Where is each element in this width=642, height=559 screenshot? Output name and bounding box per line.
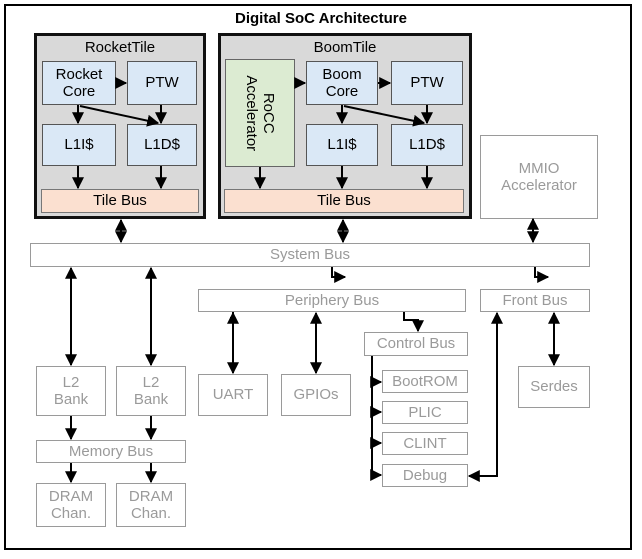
rocket-l1i-label: L1I$ <box>64 136 94 154</box>
uart-label: UART <box>212 386 254 404</box>
rocc-accelerator-label: RoCC Accelerator <box>243 75 278 151</box>
uart: UART <box>198 374 268 416</box>
debug-label: Debug <box>402 466 448 484</box>
boom-ptw-label: PTW <box>410 74 444 92</box>
system-bus-label: System Bus <box>269 246 351 264</box>
periphery-bus-label: Periphery Bus <box>284 291 380 309</box>
periphery-bus: Periphery Bus <box>198 289 466 312</box>
rocket-core: Rocket Core <box>42 61 116 105</box>
rocket-tile-bus: Tile Bus <box>41 189 199 213</box>
rocket-tile-label: RocketTile <box>84 39 156 56</box>
rocket-l1i: L1I$ <box>42 124 116 166</box>
control-bus: Control Bus <box>364 332 468 356</box>
l2-bank-b-label: L2 Bank <box>133 373 169 408</box>
control-bus-label: Control Bus <box>376 335 456 353</box>
l2-bank-a: L2 Bank <box>36 366 106 416</box>
diagram-title: Digital SoC Architecture <box>235 10 407 27</box>
rocc-accelerator: RoCC Accelerator <box>225 59 295 167</box>
boom-l1d: L1D$ <box>391 124 463 166</box>
mmio-accelerator-label: MMIO Accelerator <box>501 159 577 194</box>
boom-l1i: L1I$ <box>306 124 378 166</box>
dram-chan-a: DRAM Chan. <box>36 483 106 527</box>
memory-bus-label: Memory Bus <box>68 442 154 460</box>
dram-chan-a-label: DRAM Chan. <box>48 487 94 522</box>
system-bus: System Bus <box>30 243 590 267</box>
boom-tile-bus-label: Tile Bus <box>317 192 371 210</box>
boom-l1i-label: L1I$ <box>327 136 357 154</box>
l2-bank-b: L2 Bank <box>116 366 186 416</box>
plic-label: PLIC <box>408 403 442 421</box>
gpios: GPIOs <box>281 374 351 416</box>
plic: PLIC <box>382 401 468 424</box>
rocket-l1d-label: L1D$ <box>144 136 180 154</box>
boom-core: Boom Core <box>306 61 378 105</box>
clint-label: CLINT <box>403 434 447 452</box>
boom-tile-bus: Tile Bus <box>224 189 464 213</box>
dram-chan-b: DRAM Chan. <box>116 483 186 527</box>
serdes-label: Serdes <box>530 378 578 396</box>
memory-bus: Memory Bus <box>36 440 186 463</box>
debug: Debug <box>382 464 468 487</box>
front-bus-label: Front Bus <box>502 291 568 309</box>
dram-chan-b-label: DRAM Chan. <box>128 487 174 522</box>
boom-core-label: Boom Core <box>322 65 362 100</box>
boom-ptw: PTW <box>391 61 463 105</box>
bootrom: BootROM <box>382 370 468 393</box>
boom-tile-label: BoomTile <box>313 39 377 56</box>
serdes: Serdes <box>518 366 590 408</box>
clint: CLINT <box>382 432 468 455</box>
rocket-ptw: PTW <box>127 61 197 105</box>
rocket-ptw-label: PTW <box>145 74 179 92</box>
front-bus: Front Bus <box>480 289 590 312</box>
l2-bank-a-label: L2 Bank <box>53 373 89 408</box>
mmio-accelerator: MMIO Accelerator <box>480 135 598 219</box>
rocket-l1d: L1D$ <box>127 124 197 166</box>
boom-l1d-label: L1D$ <box>409 136 445 154</box>
bootrom-label: BootROM <box>392 372 458 390</box>
rocket-tile-bus-label: Tile Bus <box>93 192 147 210</box>
gpios-label: GPIOs <box>293 386 339 404</box>
rocket-core-label: Rocket Core <box>55 65 103 100</box>
